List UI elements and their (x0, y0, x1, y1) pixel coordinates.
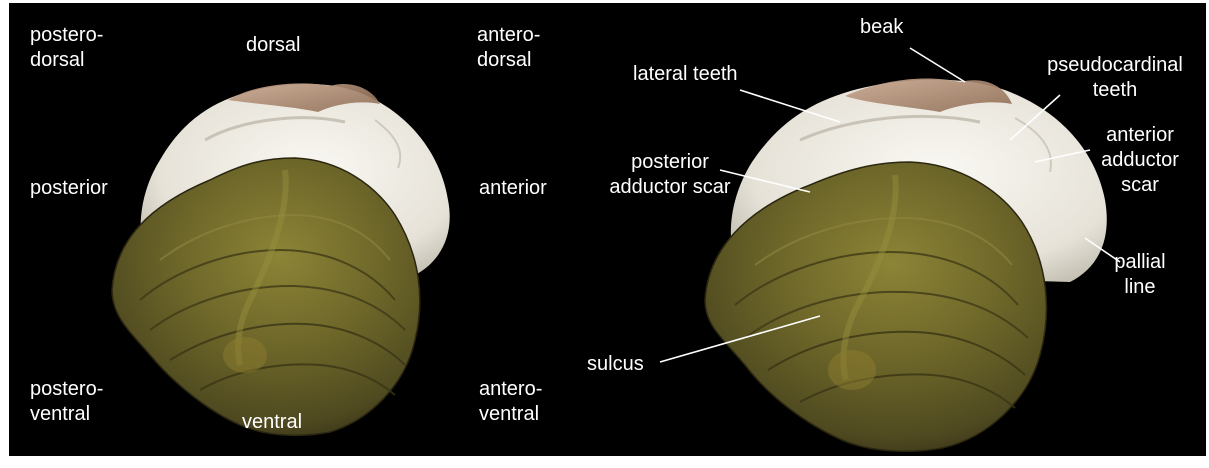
label-pallial-line: pallial line (1105, 250, 1175, 300)
right-shell (705, 78, 1107, 451)
label-lateral-teeth: lateral teeth (633, 62, 738, 87)
label-antero-dorsal: antero- dorsal (477, 23, 540, 73)
label-antero-dorsal-line2: dorsal (477, 48, 540, 73)
label-pseudocardinal-teeth-line2: teeth (1040, 78, 1190, 103)
leader-beak (910, 48, 965, 82)
label-antero-ventral-line1: antero- (479, 377, 542, 402)
label-postero-ventral: postero- ventral (30, 377, 103, 427)
label-posterior-adductor-scar-line2: adductor scar (595, 175, 745, 200)
label-anterior-adductor-scar-line3: scar (1090, 173, 1190, 198)
label-postero-dorsal: postero- dorsal (30, 23, 103, 73)
label-anterior-adductor-scar-line2: adductor (1090, 148, 1190, 173)
label-dorsal: dorsal (246, 33, 300, 58)
label-posterior-adductor-scar-line1: posterior (595, 150, 745, 175)
label-posterior: posterior (30, 176, 108, 201)
label-anterior-adductor-scar-line1: anterior (1090, 123, 1190, 148)
label-antero-dorsal-line1: antero- (477, 23, 540, 48)
label-beak: beak (860, 15, 903, 40)
label-postero-ventral-line1: postero- (30, 377, 103, 402)
label-ventral: ventral (242, 410, 302, 435)
left-shell (112, 83, 450, 435)
label-sulcus: sulcus (587, 352, 644, 377)
label-pallial-line-line2: line (1105, 275, 1175, 300)
label-postero-ventral-line2: ventral (30, 402, 103, 427)
label-pseudocardinal-teeth-line1: pseudocardinal (1040, 53, 1190, 78)
label-anterior-adductor-scar: anterior adductor scar (1090, 123, 1190, 198)
label-pseudocardinal-teeth: pseudocardinal teeth (1040, 53, 1190, 103)
label-postero-dorsal-line2: dorsal (30, 48, 103, 73)
label-posterior-adductor-scar: posterior adductor scar (595, 150, 745, 200)
label-pallial-line-line1: pallial (1105, 250, 1175, 275)
label-antero-ventral-line2: ventral (479, 402, 542, 427)
label-antero-ventral: antero- ventral (479, 377, 542, 427)
label-anterior: anterior (479, 176, 547, 201)
label-postero-dorsal-line1: postero- (30, 23, 103, 48)
